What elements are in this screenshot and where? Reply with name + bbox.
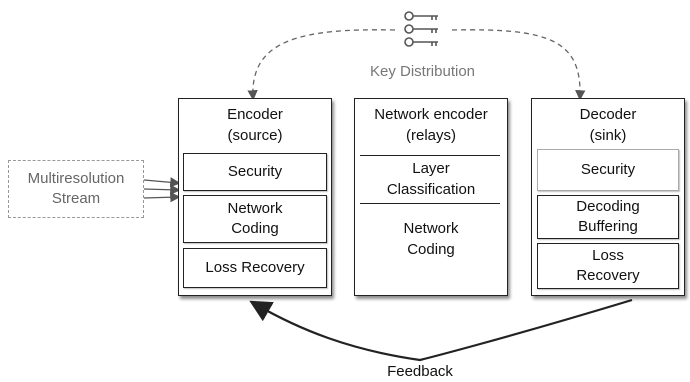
relay-network-coding-line2: Coding: [407, 241, 455, 258]
key-arrow-right: [451, 29, 586, 101]
keys-icon: [402, 8, 442, 50]
encoder-loss-recovery: Loss Recovery: [183, 248, 327, 288]
stream-arrow-3: [143, 192, 181, 203]
decoder-loss-recovery-line2: Recovery: [576, 267, 640, 284]
decoder-security: Security: [537, 149, 679, 191]
encoder-title-line1: Encoder: [227, 106, 283, 123]
encoder-network-coding: Network Coding: [183, 195, 327, 243]
divider-bottom: [360, 203, 500, 204]
network-encoder-title-line2: (relays): [405, 127, 456, 144]
decoder-title-line2: (sink): [589, 127, 627, 144]
relay-network-coding-line1: Network: [403, 220, 459, 237]
network-encoder-panel: Network encoder (relays) Layer Classific…: [354, 98, 508, 296]
stream-label-line1: Multiresolution: [27, 170, 125, 187]
stream-arrow-2: [143, 184, 181, 195]
feedback-arrow: [249, 298, 633, 362]
decoder-buffering-line2: Buffering: [578, 218, 638, 235]
decoder-buffering: Decoding Buffering: [537, 195, 679, 239]
encoder-network-coding-line1: Network: [227, 200, 283, 217]
layer-classification-line2: Classification: [386, 181, 476, 198]
key-arrow-left: [247, 29, 396, 101]
layer-classification-line1: Layer: [412, 160, 450, 177]
stream-label-line2: Stream: [51, 190, 101, 207]
encoder-security-label: Security: [227, 163, 283, 180]
decoder-title-line1: Decoder: [579, 106, 637, 123]
decoder-loss-recovery: Loss Recovery: [537, 243, 679, 289]
feedback-label: Feedback: [387, 363, 453, 380]
decoder-buffering-line1: Decoding: [576, 198, 640, 215]
multiresolution-stream: Multiresolution Stream: [8, 160, 144, 218]
encoder-loss-recovery-label: Loss Recovery: [205, 259, 305, 276]
stream-arrow-1: [143, 177, 181, 188]
encoder-title-line2: (source): [227, 127, 283, 144]
encoder-panel: Encoder (source) Security Network Coding…: [178, 98, 332, 296]
decoder-panel: Decoder (sink) Security Decoding Bufferi…: [531, 98, 685, 296]
encoder-security: Security: [183, 153, 327, 191]
decoder-security-label: Security: [580, 161, 636, 178]
key-distribution-label: Key Distribution: [369, 63, 476, 80]
decoder-loss-recovery-line1: Loss: [592, 247, 624, 264]
network-encoder-title-line1: Network encoder: [374, 106, 488, 123]
encoder-network-coding-line2: Coding: [231, 220, 279, 237]
divider-top: [360, 155, 500, 156]
